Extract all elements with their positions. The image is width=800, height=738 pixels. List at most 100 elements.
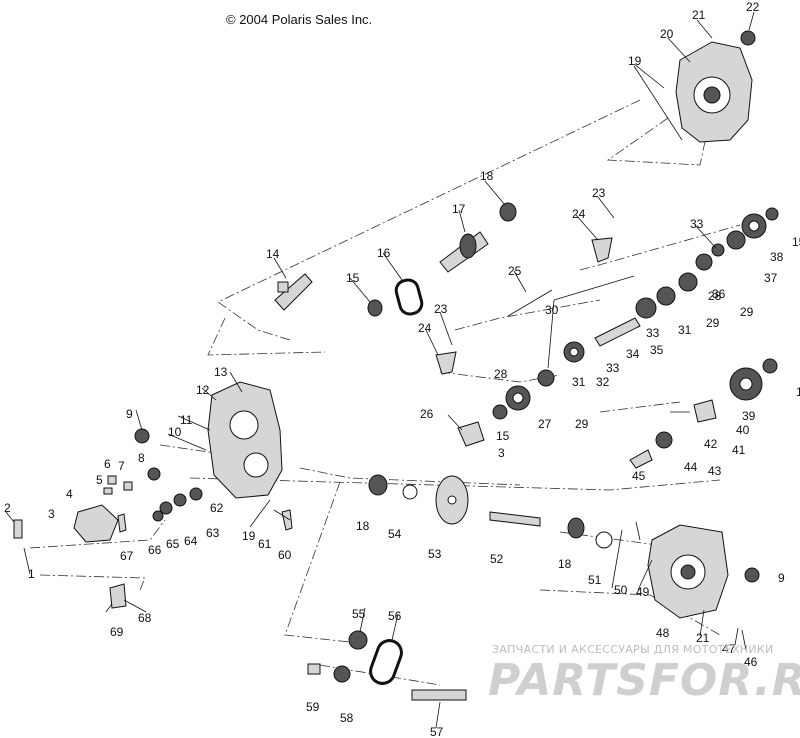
- assembly-guide-lines: [29, 99, 741, 686]
- callout-44: 44: [684, 460, 698, 474]
- callout-56: 56: [388, 609, 402, 623]
- callout-60: 60: [278, 548, 292, 562]
- callout-15-2: 15: [792, 235, 800, 249]
- part-5-shape: [103, 487, 113, 495]
- callout-39: 39: [742, 409, 756, 423]
- callout-9: 9: [126, 407, 133, 421]
- callout-16: 16: [377, 246, 391, 260]
- part-6-shape: [107, 475, 117, 485]
- sprocket-55-shape: [348, 630, 368, 650]
- callout-31-2: 31: [572, 375, 586, 389]
- callout-37: 37: [764, 271, 778, 285]
- callout-25: 25: [508, 264, 522, 278]
- bracket-68-shape: [109, 583, 127, 609]
- callout-4: 4: [66, 487, 73, 501]
- callout-6: 6: [104, 457, 111, 471]
- shaft-34-shape: [594, 317, 641, 347]
- gear-35-shape: [635, 297, 657, 319]
- copyright-notice: © 2004 Polaris Sales Inc.: [226, 12, 373, 27]
- callout-18: 18: [480, 169, 494, 183]
- callout-11: 11: [180, 413, 193, 427]
- callout-46: 46: [744, 655, 758, 669]
- shaft-14-shape: [274, 273, 313, 311]
- callout-65: 65: [166, 537, 180, 551]
- callout-20: 20: [660, 27, 674, 41]
- callout-33: 33: [690, 217, 704, 231]
- watermark-brand: PARTSFOR.RU: [488, 655, 800, 706]
- callout-42: 42: [704, 437, 718, 451]
- gear-63-shape: [173, 493, 187, 507]
- rod-25-shape: [507, 289, 553, 317]
- chain-16-shape: [394, 278, 424, 316]
- callout-19: 19: [628, 54, 642, 68]
- callout-5: 5: [96, 473, 103, 487]
- callout-24: 24: [572, 207, 586, 221]
- callout-19-2: 19: [242, 529, 256, 543]
- callout-36: 36: [712, 287, 726, 301]
- callout-27: 27: [538, 417, 552, 431]
- bearing-15-mid-shape: [492, 404, 508, 420]
- callout-49: 49: [636, 585, 650, 599]
- plate-26-shape: [457, 421, 485, 447]
- callout-57: 57: [430, 725, 444, 738]
- bearing-18-right-shape: [567, 517, 585, 539]
- shaft-45-shape: [629, 449, 653, 469]
- callout-18-2: 18: [356, 519, 370, 533]
- gear-28-shape: [695, 253, 713, 271]
- watermark-tagline: ЗАПЧАСТИ И АКСЕССУАРЫ ДЛЯ МОТОТЕХНИКИ: [492, 643, 774, 656]
- bearing-18-top-shape: [499, 202, 517, 222]
- bolt-60-shape: [281, 509, 293, 531]
- actuator-shape: [73, 504, 119, 543]
- callout-30: 30: [545, 303, 559, 317]
- callout-48: 48: [656, 626, 670, 640]
- callout-14: 14: [266, 247, 280, 261]
- callout-17: 17: [452, 202, 466, 216]
- callout-47: 47: [722, 642, 736, 656]
- gear-64-shape: [159, 501, 173, 515]
- callout-22: 22: [746, 0, 760, 14]
- callout-33-2: 33: [646, 326, 660, 340]
- callout-15-4: 15: [796, 385, 800, 399]
- gear-29-mid-shape: [537, 369, 555, 387]
- seal-9-right-shape: [744, 567, 760, 583]
- part-7-shape: [123, 481, 133, 491]
- bearing-15-left-shape: [367, 299, 383, 317]
- callout-18-3: 18: [558, 557, 572, 571]
- spring-67-shape: [117, 513, 127, 533]
- callout-13: 13: [214, 365, 228, 379]
- callout-45: 45: [632, 469, 646, 483]
- callout-8: 8: [138, 451, 145, 465]
- callout-31: 31: [678, 323, 692, 337]
- shaft-52-shape: [489, 511, 541, 527]
- callout-23: 23: [592, 186, 606, 200]
- gear-62-shape: [189, 487, 203, 501]
- part-shapes: [13, 30, 779, 701]
- callout-53: 53: [428, 547, 442, 561]
- ring-54-shape: [402, 484, 418, 500]
- leader-lines: [5, 11, 755, 729]
- gear-37-shape: [726, 230, 746, 250]
- callout-3-2: 3: [498, 446, 505, 460]
- callout-29-3: 29: [575, 417, 589, 431]
- callout-43: 43: [708, 464, 722, 478]
- callout-62: 62: [210, 501, 224, 515]
- callout-29-2: 29: [706, 316, 720, 330]
- callout-2: 2: [4, 501, 11, 515]
- gear-65-shape: [152, 510, 164, 522]
- callout-7: 7: [118, 459, 125, 473]
- bearing-15-tr-shape: [765, 207, 779, 221]
- shaft-57-shape: [411, 689, 467, 701]
- callout-35: 35: [650, 343, 664, 357]
- seal-9-left-shape: [134, 428, 150, 444]
- callout-38: 38: [770, 250, 784, 264]
- callout-26: 26: [420, 407, 434, 421]
- callout-28: 28: [708, 289, 722, 303]
- callout-1: 1: [28, 567, 35, 581]
- callout-63: 63: [206, 526, 220, 540]
- part-2-shape: [13, 519, 23, 539]
- callout-67: 67: [120, 549, 134, 563]
- plate-40-shape: [693, 399, 717, 423]
- gear-31-shape: [656, 286, 676, 306]
